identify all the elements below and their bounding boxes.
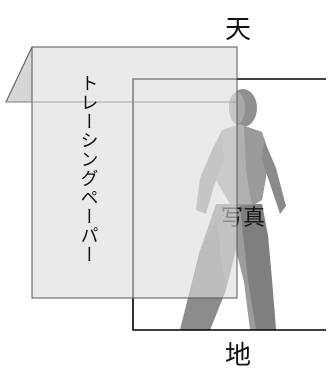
tracing-paper-label: トレーシングペーパー bbox=[78, 74, 99, 264]
figure-right-arm bbox=[262, 140, 286, 214]
bottom-label: 地 bbox=[225, 341, 251, 371]
tracing-paper bbox=[5, 46, 238, 299]
top-label: 天 bbox=[225, 15, 251, 45]
tracing-paper-fold bbox=[5, 46, 33, 103]
tracing-paper-sheet bbox=[31, 46, 238, 299]
